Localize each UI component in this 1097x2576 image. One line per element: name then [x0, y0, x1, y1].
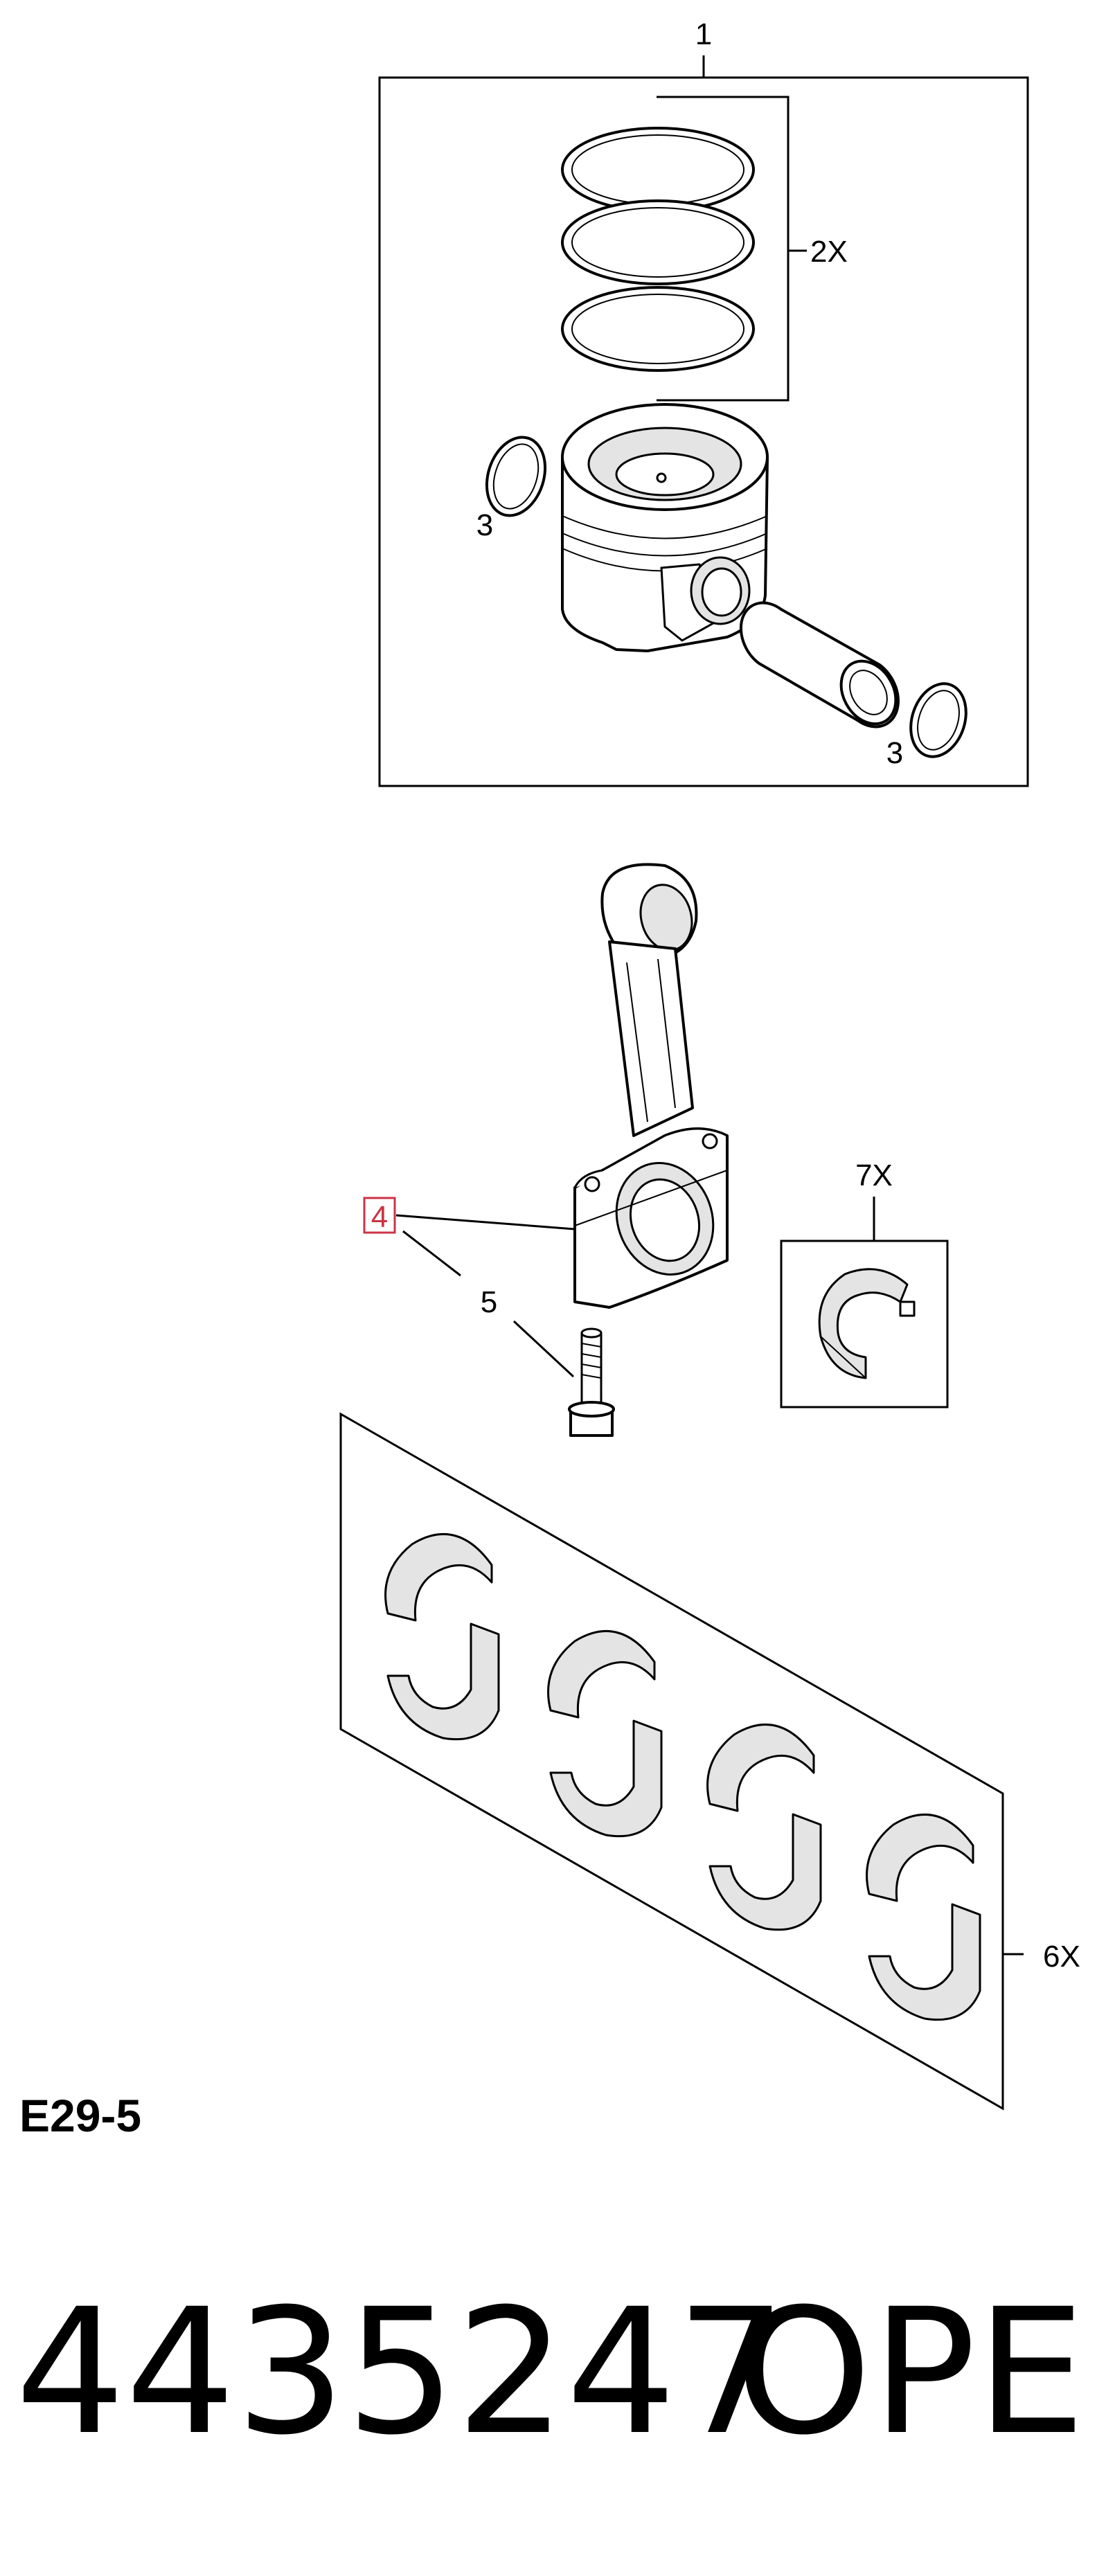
- callout-4-leader: [395, 1214, 576, 1231]
- callout-6x[interactable]: 6X: [1043, 1940, 1080, 1974]
- callout-5-leader-a: [402, 1230, 461, 1277]
- diagram-code: E29-5: [19, 2090, 141, 2141]
- callout-7x[interactable]: 7X: [855, 1159, 893, 1192]
- snap-ring-left[interactable]: [477, 429, 555, 523]
- ring-set-bracket: [657, 96, 790, 402]
- piston-body[interactable]: [561, 403, 769, 652]
- rod-bearing-frame: [780, 1240, 949, 1408]
- part-number: 4435247: [15, 2271, 786, 2473]
- snap-ring-right[interactable]: [902, 677, 975, 764]
- callout-2x[interactable]: 2X: [810, 235, 848, 269]
- piston-assembly-group: 1 2X 3: [378, 17, 1029, 787]
- callout-3-right[interactable]: 3: [886, 736, 903, 770]
- callout-5[interactable]: 5: [481, 1285, 497, 1319]
- main-bearing-3[interactable]: [706, 1724, 822, 1931]
- main-bearing-group: 6X: [339, 1412, 1080, 2111]
- callout-3-left[interactable]: 3: [476, 508, 493, 542]
- main-bearing-4[interactable]: [866, 1814, 981, 2021]
- callout-4-box: [363, 1197, 396, 1234]
- brand-name: OPEL: [735, 2271, 1097, 2473]
- connecting-rod[interactable]: [573, 863, 729, 1309]
- callout-5-leader-b: [512, 1320, 575, 1378]
- main-bearing-frame: [339, 1412, 1004, 2111]
- rod-bolt[interactable]: [568, 1327, 615, 1437]
- callout-4[interactable]: 4: [371, 1200, 388, 1234]
- main-bearing-1[interactable]: [384, 1533, 500, 1741]
- piston-rings[interactable]: [561, 127, 755, 372]
- callout-1[interactable]: 1: [695, 17, 712, 51]
- rod-bearing-shell[interactable]: [818, 1268, 916, 1379]
- main-bearing-2[interactable]: [547, 1630, 663, 1838]
- rod-bearing-group: 7X: [780, 1159, 949, 1408]
- piston-pin[interactable]: [739, 601, 907, 734]
